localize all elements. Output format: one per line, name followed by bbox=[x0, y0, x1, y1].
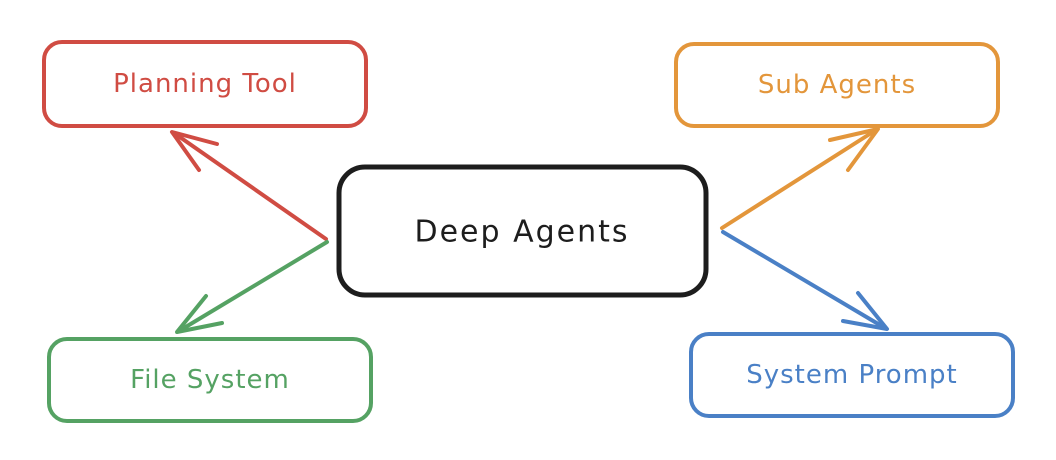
node-label: Planning Tool bbox=[113, 69, 297, 99]
edge-shaft bbox=[172, 131, 328, 241]
edge-deep-agents-to-system-prompt bbox=[721, 230, 889, 331]
node-box bbox=[336, 164, 709, 298]
edge-shaft bbox=[721, 230, 887, 330]
edge-shaft bbox=[177, 240, 329, 333]
node-box bbox=[47, 337, 373, 423]
edge-shaft bbox=[720, 128, 878, 230]
node-box bbox=[42, 40, 368, 128]
node-deep-agents: Deep Agents bbox=[336, 164, 709, 298]
node-system-prompt: System Prompt bbox=[689, 332, 1015, 418]
edge-deep-agents-to-planning-tool bbox=[170, 130, 328, 241]
node-label: Deep Agents bbox=[414, 215, 629, 250]
node-box bbox=[674, 42, 1000, 128]
node-label: File System bbox=[130, 365, 290, 395]
node-planning-tool: Planning Tool bbox=[42, 40, 368, 128]
arrowhead-icon bbox=[175, 294, 224, 334]
arrowhead-icon bbox=[170, 130, 219, 172]
node-file-system: File System bbox=[47, 337, 373, 423]
node-label: Sub Agents bbox=[758, 70, 916, 100]
node-sub-agents: Sub Agents bbox=[674, 42, 1000, 128]
arrowhead-icon bbox=[841, 291, 889, 331]
node-box bbox=[689, 332, 1015, 418]
edge-deep-agents-to-sub-agents bbox=[720, 127, 880, 230]
node-label: System Prompt bbox=[746, 360, 958, 390]
arrowhead-icon bbox=[828, 127, 880, 172]
edge-deep-agents-to-file-system bbox=[175, 240, 329, 334]
